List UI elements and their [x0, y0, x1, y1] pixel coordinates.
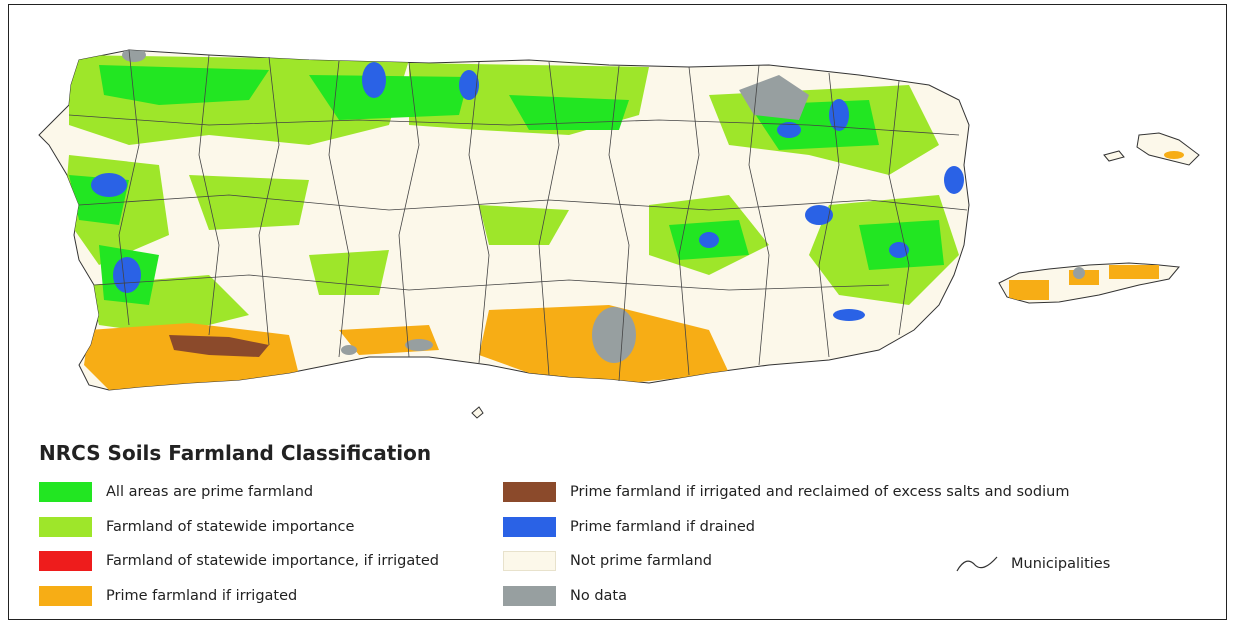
puerto-rico-map — [38, 49, 1200, 419]
culebra-island — [1103, 132, 1200, 166]
statewide-importance-swatch — [39, 517, 92, 537]
legend-label: Farmland of statewide importance — [106, 519, 355, 535]
map-figure: NRCS Soils Farmland Classification All a… — [8, 4, 1227, 620]
legend-item-reclaimed-salts: Prime farmland if irrigated and reclaime… — [503, 482, 1069, 502]
prime-if-irrigated-swatch — [39, 586, 92, 606]
legend-item-not-prime: Not prime farmland — [503, 551, 712, 571]
legend-label: Not prime farmland — [570, 553, 712, 569]
legend-item-statewide-importance: Farmland of statewide importance — [39, 517, 354, 537]
legend-label: Farmland of statewide importance, if irr… — [106, 553, 440, 569]
legend-title: NRCS Soils Farmland Classification — [39, 441, 432, 465]
prime-farmland-swatch — [39, 482, 92, 502]
legend-item-municipalities: Municipalities — [955, 553, 1110, 575]
reclaimed-salts-areas — [169, 335, 269, 357]
main-island — [38, 49, 970, 391]
legend-item-no-data: No data — [503, 586, 627, 606]
legend-label: All areas are prime farmland — [106, 484, 314, 500]
legend-item-prime-if-irrigated: Prime farmland if irrigated — [39, 586, 297, 606]
legend-label: No data — [570, 588, 627, 604]
legend-label: Prime farmland if drained — [570, 519, 756, 535]
boundary-line-icon — [956, 556, 998, 572]
prime-if-drained-swatch — [503, 517, 556, 537]
mona-island-fragment — [471, 406, 484, 419]
legend-item-prime-if-drained: Prime farmland if drained — [503, 517, 755, 537]
reclaimed-salts-swatch — [503, 482, 556, 502]
no-data-swatch — [503, 586, 556, 606]
not-prime-swatch — [503, 551, 556, 571]
legend-label: Prime farmland if irrigated and reclaime… — [570, 484, 1070, 500]
prime-if-drained-areas — [91, 62, 964, 321]
legend-item-statewide-if-irrigated: Farmland of statewide importance, if irr… — [39, 551, 439, 571]
municipality-boundaries — [68, 49, 968, 382]
vieques-island — [998, 262, 1180, 304]
legend-item-prime-farmland: All areas are prime farmland — [39, 482, 313, 502]
statewide-if-irrigated-swatch — [39, 551, 92, 571]
legend-label: Municipalities — [1011, 556, 1111, 572]
prime-if-irrigated-areas — [84, 305, 729, 390]
legend-label: Prime farmland if irrigated — [106, 588, 298, 604]
